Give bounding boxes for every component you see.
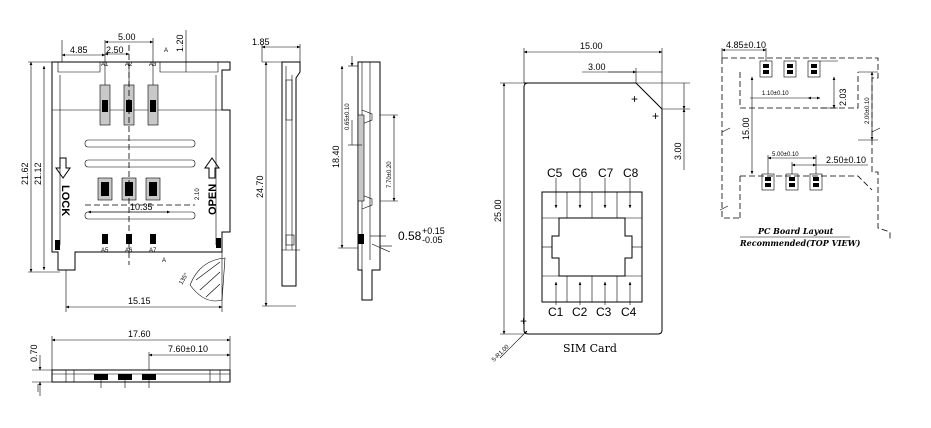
dim-7-60: 7.60±0.10 <box>168 344 208 354</box>
dim-17-60: 17.60 <box>128 329 151 339</box>
sim-card-drawing: + + + C5 C6 C7 C8 C1 <box>491 41 690 363</box>
connector-side-view: 1.85 24.70 <box>252 37 301 307</box>
section-mark-top: A <box>164 48 168 54</box>
dim-pcb-2-50: 2.50±0.10 <box>826 155 866 165</box>
dim-21-12: 21.12 <box>33 162 43 185</box>
contact-c3: C3 <box>596 305 612 319</box>
sim-card-title: SIM Card <box>563 342 617 355</box>
pin-label-a7: A7 <box>149 248 157 254</box>
contact-c8: C8 <box>623 166 639 180</box>
contact-c7: C7 <box>598 166 614 180</box>
angle-label: 135° <box>179 272 191 286</box>
open-arrow-icon <box>204 157 220 179</box>
dim-0-58-tol-minus: -0.05 <box>422 235 443 245</box>
connector-top-view: LOCK OPEN 135° A1 A2 A3 A5 A6 A7 A A 4.8… <box>20 30 231 312</box>
svg-text:+: + <box>520 314 527 328</box>
dim-7-70: 7.70±0.20 <box>387 161 393 188</box>
dim-4-85: 4.85 <box>70 45 88 55</box>
pin-label-a2: A2 <box>125 62 133 68</box>
pin-label-a5: A5 <box>101 248 109 254</box>
pin-label-a1: A1 <box>101 62 109 68</box>
dim-sim-width: 15.00 <box>580 41 603 51</box>
dim-15-15: 15.15 <box>128 296 151 306</box>
connector-bottom-view: 17.60 0.70 7.60±0.10 <box>29 329 231 396</box>
contact-c1: C1 <box>548 305 564 319</box>
dim-0-70: 0.70 <box>29 344 39 362</box>
dim-pcb-2-00: 2.00±0.10 <box>865 97 871 124</box>
contact-c5: C5 <box>547 166 563 180</box>
dim-0-58: 0.58 <box>398 229 422 243</box>
dim-pcb-2-03: 2.03 <box>838 88 848 106</box>
dim-pcb-15-00: 15.00 <box>741 117 751 140</box>
dim-24-70: 24.70 <box>255 175 265 198</box>
pin-labels-bottom: A5 A6 A7 <box>101 248 157 254</box>
dim-0-65: 0.65±0.10 <box>345 103 351 130</box>
dim-2-50: 2.50 <box>106 45 124 55</box>
contact-labels-bottom: C1 C2 C3 C4 <box>548 305 637 319</box>
pcb-layout-drawing: 4.85±0.10 1.10±0.10 2.03 2.00±0.10 15.00… <box>719 40 891 248</box>
dim-pcb-4-85: 4.85±0.10 <box>726 40 766 50</box>
pcb-title-line1: PC Board Layout <box>757 226 834 236</box>
dim-notch-height: 3.00 <box>673 142 683 160</box>
contact-labels-top: C5 C6 C7 C8 <box>547 166 639 180</box>
pcb-title-line2: Recommended(TOP VIEW) <box>739 238 861 248</box>
svg-text:+: + <box>652 109 659 123</box>
dim-sim-height: 25.00 <box>493 199 503 222</box>
dim-0-58-tol-plus: +0.15 <box>422 226 445 236</box>
contact-c6: C6 <box>572 166 588 180</box>
svg-text:+: + <box>631 92 638 106</box>
contact-c2: C2 <box>572 305 588 319</box>
open-label: OPEN <box>207 184 219 215</box>
pin-labels-top: A1 A2 A3 <box>101 62 157 68</box>
dim-21-62: 21.62 <box>20 162 30 185</box>
contact-pins-middle <box>97 177 161 201</box>
dim-10-35: 10.35 <box>130 202 153 212</box>
contact-c4: C4 <box>621 305 637 319</box>
lock-arrow-icon <box>55 157 71 179</box>
dim-pcb-1-10: 1.10±0.10 <box>762 91 789 97</box>
pcb-pads-top <box>759 60 821 78</box>
dim-1-20: 1.20 <box>175 34 185 52</box>
dim-2-10: 2.10 <box>195 188 201 200</box>
dim-pcb-5-00: 5.00±0.10 <box>772 152 799 158</box>
dim-notch-width: 3.00 <box>588 62 606 72</box>
lock-label: LOCK <box>59 185 71 216</box>
section-mark-bottom: A <box>162 258 166 264</box>
pin-label-a3: A3 <box>149 62 157 68</box>
dim-5-00: 5.00 <box>118 32 136 42</box>
connector-section-view: 0.65±0.10 18.40 7.70±0.20 0.58 +0.15 -0.… <box>331 56 445 301</box>
dim-1-85: 1.85 <box>252 37 270 47</box>
contact-pins-bottom <box>55 234 221 250</box>
dim-18-40: 18.40 <box>331 145 341 168</box>
pin-label-a6: A6 <box>125 248 133 254</box>
dim-radius: 5-R1.00 <box>491 344 511 364</box>
